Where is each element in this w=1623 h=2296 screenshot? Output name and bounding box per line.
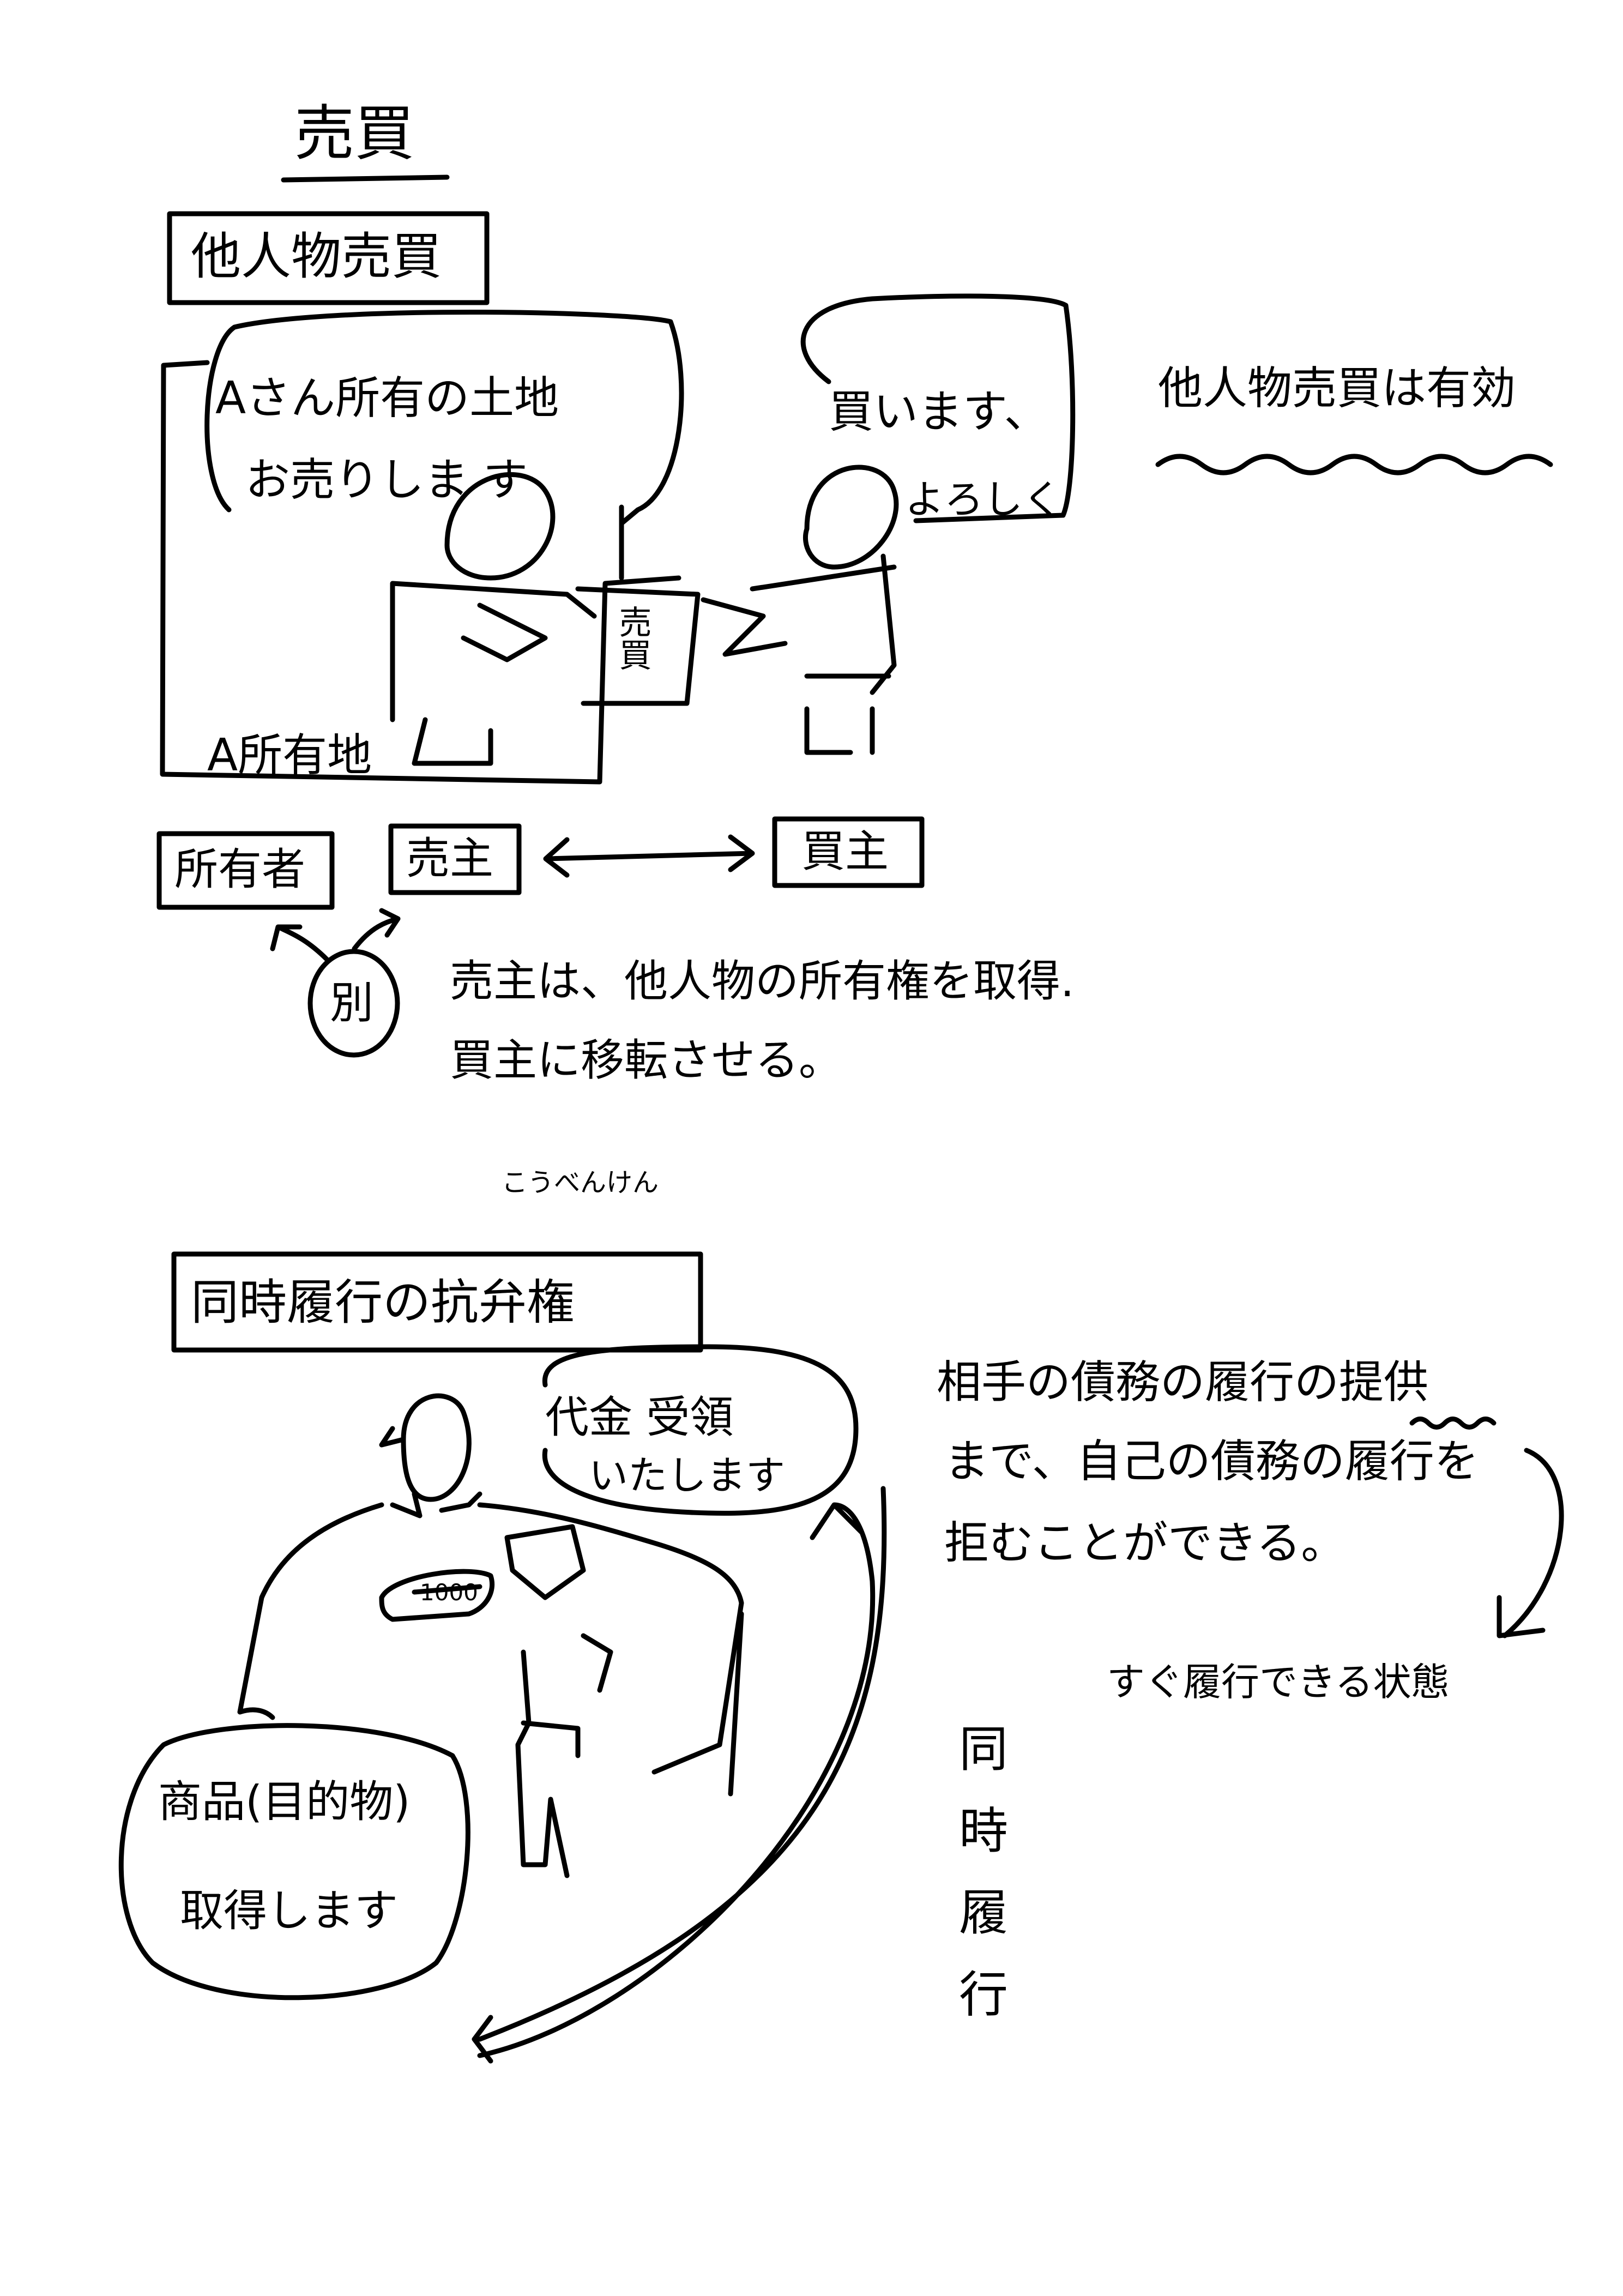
seller-speech-bubble — [204, 310, 684, 526]
buyer-label: 買主 — [801, 826, 889, 877]
seller-label: 売主 — [406, 833, 493, 884]
explanation-2-line-2: まで、自己の債務の履行を — [944, 1436, 1479, 1487]
vertical-label: 同時履行 — [950, 1723, 1007, 2050]
buyer-speech-line-1: 買います、 — [829, 386, 1049, 438]
buyer-speech-bubble — [800, 293, 1076, 523]
simultaneous-arrow — [472, 1486, 887, 2064]
title-underline — [281, 174, 450, 183]
seller-figure — [390, 472, 624, 766]
relation-arrows — [270, 908, 401, 962]
land-label: A所有地 — [207, 730, 372, 781]
seller-speech-2-line-2: いたします — [589, 1453, 786, 1498]
owner-box — [156, 831, 335, 910]
wavy-underline-2 — [1409, 1417, 1497, 1430]
separate-circle — [307, 949, 400, 1058]
furigana: こうべんけん — [502, 1167, 659, 1198]
seller-figure-2 — [379, 1393, 482, 1518]
money — [379, 1569, 495, 1622]
ready-state-annotation: すぐ履行できる状態 — [1107, 1660, 1450, 1704]
buyer-figure — [701, 465, 899, 755]
explanation-2-line-1: 相手の債務の履行の提供 — [937, 1357, 1429, 1408]
buyer-figure-2 — [515, 1633, 613, 1878]
heading-box — [167, 211, 490, 305]
product-box — [504, 1524, 586, 1600]
buyer-box — [772, 816, 925, 888]
seller-speech-line-1: Aさん所有の土地 — [215, 372, 559, 424]
buyer-speech-2-line-1: 商品(目的物) — [158, 1776, 411, 1827]
owner-label: 所有者 — [174, 844, 305, 895]
separate-label: 別 — [330, 978, 373, 1028]
seller-speech-2-line-1: 代金 受領 — [545, 1392, 734, 1443]
buyer-speech-2-line-2: 取得します — [180, 1885, 398, 1936]
wavy-underline — [1155, 454, 1553, 475]
seller-speech-bubble-2 — [542, 1344, 859, 1516]
validity-note: 他人物売買は有効 — [1158, 363, 1516, 414]
double-arrow — [543, 834, 755, 878]
seller-box — [388, 823, 522, 895]
annotation-arrow — [1497, 1448, 1564, 1638]
explanation-2-line-3: 拒むことができる。 — [944, 1517, 1346, 1569]
land-area-outline — [160, 360, 681, 785]
buyer-speech-line-2: よろしく — [905, 477, 1063, 522]
seller-speech-line-2: お売りしま す — [245, 454, 528, 506]
contract-paper — [575, 586, 701, 706]
page-title: 売買 — [294, 99, 414, 168]
explanation-line-2: 買主に移転させる。 — [450, 1035, 842, 1086]
money-label: 1000 — [420, 1579, 478, 1606]
contract-paper-label: 売買 — [613, 605, 651, 671]
heading-defense-right: 同時履行の抗弁権 — [191, 1274, 575, 1330]
buyer-speech-bubble-2 — [118, 1723, 470, 2000]
heading-box-2 — [171, 1251, 703, 1353]
heading-other-person-sale: 他人物売買 — [191, 227, 442, 286]
table — [237, 1502, 744, 1797]
explanation-line-1: 売主は、他人物の所有権を取得. — [450, 956, 1075, 1007]
